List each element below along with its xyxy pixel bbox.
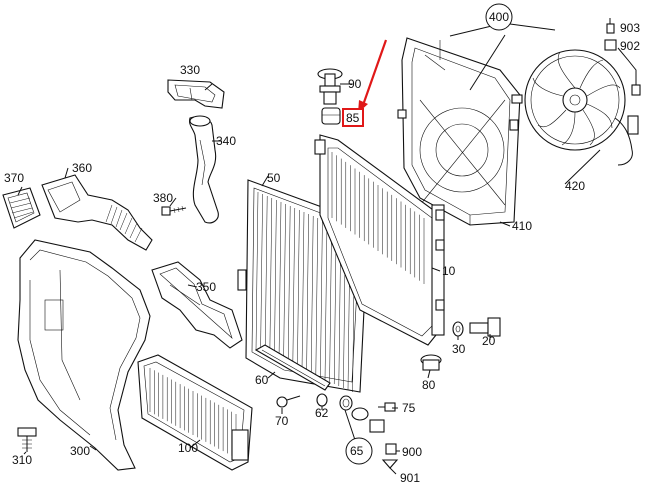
callout-10[interactable]: 10 — [442, 264, 456, 278]
callout-62[interactable]: 62 — [315, 406, 329, 420]
fin-line — [260, 193, 263, 353]
callout-310[interactable]: 310 — [12, 453, 32, 467]
callout-330[interactable]: 330 — [180, 63, 200, 77]
part-340-hose — [189, 115, 219, 224]
part-360-intake-duct — [41, 174, 153, 251]
callout-420[interactable]: 420 — [565, 179, 585, 193]
callout-902[interactable]: 902 — [620, 39, 640, 53]
callout-20[interactable]: 20 — [482, 334, 496, 348]
part-10-radiator — [314, 134, 445, 346]
part-30-washer — [452, 321, 464, 337]
part-62-washer — [316, 393, 353, 411]
highlight-box-85 — [342, 108, 364, 127]
callout-30[interactable]: 30 — [452, 342, 466, 356]
leader-lines — [17, 23, 601, 475]
fin-line — [315, 217, 319, 377]
part-900-sensor — [385, 443, 397, 455]
part-20-plug — [469, 317, 501, 337]
part-85-bushing — [321, 107, 341, 125]
part-65-drain-plug — [351, 407, 385, 433]
fin-line — [301, 211, 305, 371]
callout-370[interactable]: 370 — [4, 171, 24, 185]
callout-circle-400 — [485, 3, 513, 31]
callout-65[interactable]: 65 — [350, 444, 364, 458]
callout-350[interactable]: 350 — [196, 280, 216, 294]
fin-line — [287, 205, 291, 365]
fin-line — [320, 219, 323, 379]
part-300-front-frame — [17, 239, 151, 471]
callout-80[interactable]: 80 — [422, 378, 436, 392]
callout-70[interactable]: 70 — [275, 414, 289, 428]
callout-100[interactable]: 100 — [178, 441, 198, 455]
callout-300[interactable]: 300 — [70, 444, 90, 458]
part-380-screw — [161, 205, 187, 216]
part-80-cap — [420, 354, 442, 371]
part-90-clip — [317, 68, 343, 105]
callout-60[interactable]: 60 — [255, 373, 269, 387]
callout-75[interactable]: 75 — [402, 401, 416, 415]
part-70-bolt — [276, 395, 301, 408]
part-901-clip — [381, 459, 399, 469]
callout-50[interactable]: 50 — [267, 171, 281, 185]
part-75-screw — [378, 402, 396, 412]
callout-400[interactable]: 400 — [489, 10, 509, 24]
callout-circle-65 — [345, 437, 373, 465]
callout-380[interactable]: 380 — [153, 191, 173, 205]
callout-90[interactable]: 90 — [348, 77, 362, 91]
fan-wheel — [524, 47, 641, 166]
part-310-screw — [17, 427, 37, 452]
part-100-intercooler — [137, 354, 253, 471]
fin-line — [306, 213, 309, 373]
fan-shroud — [397, 37, 523, 226]
callout-340[interactable]: 340 — [216, 134, 236, 148]
fin-line — [255, 191, 259, 351]
part-902 — [604, 39, 617, 51]
callout-410[interactable]: 410 — [512, 219, 532, 233]
fin-line — [269, 197, 273, 357]
fin-line — [324, 221, 328, 381]
part-60-bracket — [254, 344, 331, 391]
callout-900[interactable]: 900 — [402, 445, 422, 459]
fin-line — [274, 199, 277, 359]
part-330-duct — [167, 79, 225, 109]
fin-line — [297, 209, 300, 369]
callout-85[interactable]: 85 — [346, 111, 360, 125]
callout-901[interactable]: 901 — [400, 471, 420, 485]
callout-903[interactable]: 903 — [620, 21, 640, 35]
part-350-air-guide — [151, 261, 243, 349]
part-370-grille — [2, 187, 41, 229]
fin-line — [264, 195, 268, 355]
fin-line — [329, 223, 332, 383]
fin-line — [283, 203, 286, 363]
fin-line — [292, 207, 296, 367]
highlight-arrow — [358, 39, 388, 113]
fin-line — [278, 201, 282, 361]
fin-line — [310, 215, 314, 375]
callout-360[interactable]: 360 — [72, 161, 92, 175]
part-903 — [606, 18, 615, 34]
